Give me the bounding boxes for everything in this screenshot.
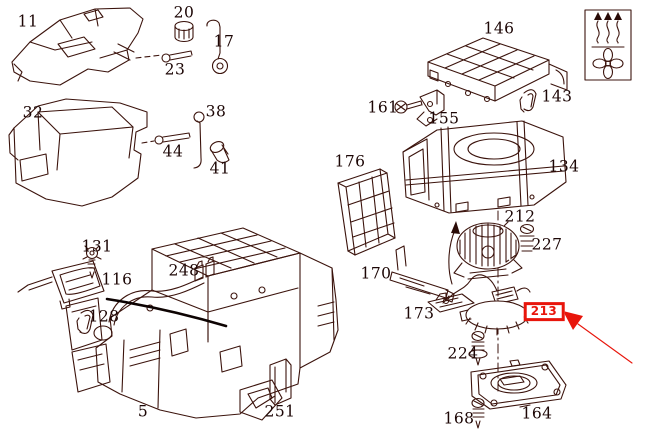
part-callout-146: 146 bbox=[483, 19, 515, 38]
part-callout-32: 32 bbox=[22, 103, 44, 122]
part-callout-164: 164 bbox=[521, 404, 553, 423]
part-callout-128: 128 bbox=[88, 307, 120, 326]
part-callout-41: 41 bbox=[209, 159, 231, 178]
part-41-drawing bbox=[209, 141, 230, 164]
part-callout-173: 173 bbox=[403, 304, 435, 323]
leader-line-thick bbox=[105, 297, 228, 328]
part-23-drawing bbox=[161, 50, 193, 63]
part-116-drawing bbox=[17, 260, 105, 310]
part-callout-44: 44 bbox=[162, 142, 184, 161]
part-callout-248: 248 bbox=[168, 261, 200, 280]
part-227-drawing bbox=[505, 223, 535, 263]
part-callout-134: 134 bbox=[548, 157, 580, 176]
part-38-drawing bbox=[193, 111, 205, 169]
part-callout-highlighted-213[interactable]: 213 bbox=[523, 302, 565, 322]
part-callout-176: 176 bbox=[334, 152, 366, 171]
part-164-drawing bbox=[470, 359, 567, 410]
part-161-drawing bbox=[394, 100, 423, 114]
part-155-drawing bbox=[416, 89, 445, 127]
part-17-drawing bbox=[206, 19, 229, 75]
part-44-drawing bbox=[154, 132, 191, 145]
part-callout-20: 20 bbox=[173, 3, 195, 22]
highlight-arrow bbox=[563, 311, 633, 364]
part-32-drawing bbox=[8, 98, 155, 207]
part-callout-143: 143 bbox=[541, 87, 573, 106]
part-callout-170: 170 bbox=[360, 264, 392, 283]
part-251-drawing bbox=[269, 358, 292, 406]
part-callout-168: 168 bbox=[443, 409, 475, 428]
legend-box bbox=[584, 9, 632, 81]
part-callout-17: 17 bbox=[213, 32, 235, 51]
part-20-drawing bbox=[174, 20, 194, 43]
part-176-drawing bbox=[337, 168, 396, 256]
assembly-direction-arrow bbox=[448, 221, 460, 285]
part-168-drawing bbox=[471, 397, 485, 429]
part-11-drawing bbox=[11, 7, 163, 86]
part-callout-116: 116 bbox=[101, 270, 133, 289]
part-5-drawing bbox=[65, 227, 339, 421]
part-callout-131: 131 bbox=[81, 237, 113, 256]
part-callout-23: 23 bbox=[164, 60, 186, 79]
part-callout-38: 38 bbox=[205, 102, 227, 121]
fan-icon bbox=[592, 47, 624, 80]
part-callout-161: 161 bbox=[367, 98, 399, 117]
part-128-drawing bbox=[76, 309, 94, 335]
part-callout-5: 5 bbox=[137, 402, 149, 421]
part-212-drawing bbox=[453, 221, 523, 280]
part-callout-212: 212 bbox=[504, 207, 536, 226]
part-callout-11: 11 bbox=[17, 12, 39, 31]
part-callout-251: 251 bbox=[264, 402, 296, 421]
part-224-drawing bbox=[468, 330, 488, 366]
part-134-drawing bbox=[402, 120, 567, 214]
part-146-drawing bbox=[427, 37, 568, 103]
part-callout-227: 227 bbox=[531, 235, 563, 254]
part-callout-224: 224 bbox=[447, 344, 479, 363]
part-143-drawing bbox=[519, 89, 537, 113]
part-170-drawing bbox=[389, 245, 455, 303]
part-131-drawing bbox=[82, 245, 102, 279]
part-213-drawing bbox=[442, 274, 531, 336]
part-callout-155: 155 bbox=[428, 109, 460, 128]
heater-icon bbox=[591, 12, 625, 48]
